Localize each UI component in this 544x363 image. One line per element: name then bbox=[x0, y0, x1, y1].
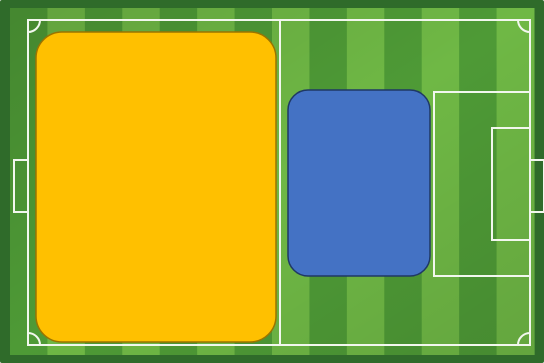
yellow-zone bbox=[36, 32, 276, 342]
blue-zone bbox=[288, 90, 430, 276]
